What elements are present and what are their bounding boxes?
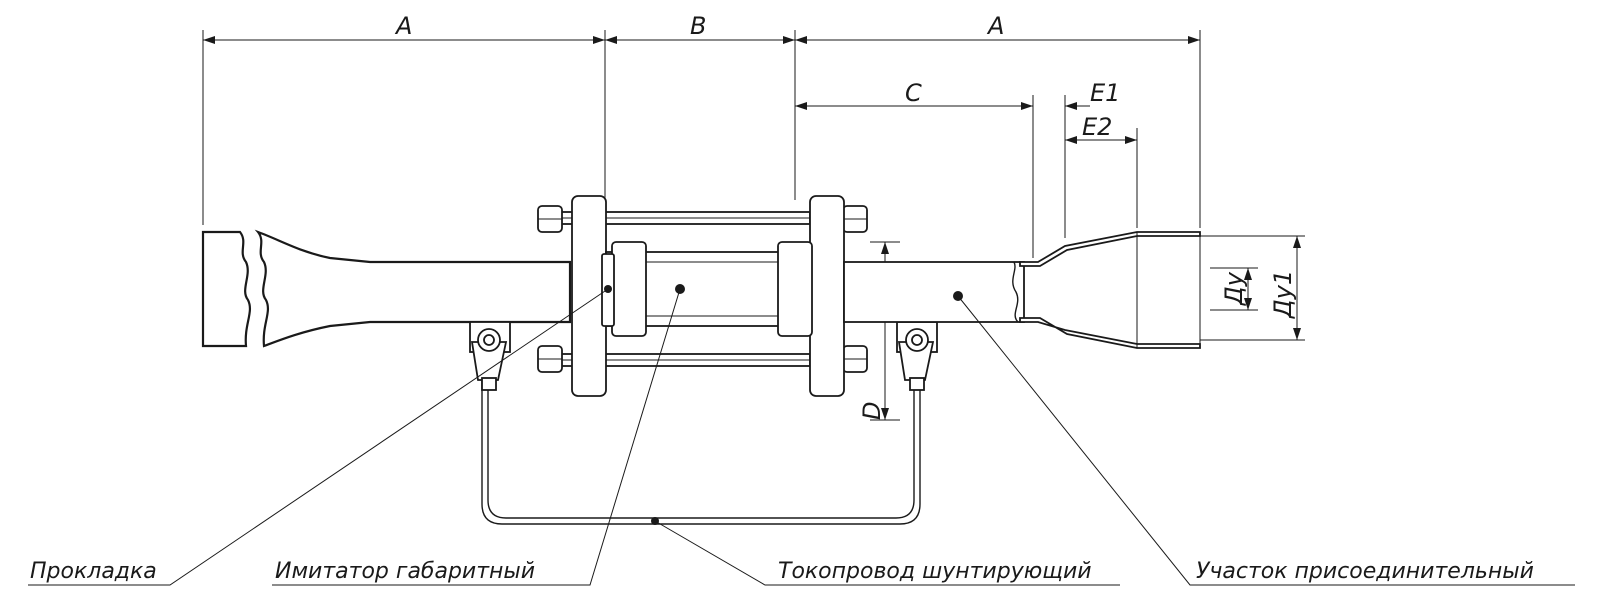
- dim-label-c: C: [905, 79, 922, 107]
- dim-label-e2: E2: [1082, 113, 1112, 141]
- left-ground-clamp: [469, 321, 511, 391]
- dim-label-e1: E1: [1090, 79, 1120, 107]
- callout-gasket: Прокладка: [30, 559, 157, 584]
- dim-label-b: B: [690, 12, 706, 40]
- dimension-simulator-body: [605, 241, 813, 337]
- callout-connection-section: Участок присоединительный: [1196, 559, 1534, 584]
- callout-shunt-conductor: Токопровод шунтирующий: [778, 559, 1092, 584]
- right-flange: [809, 195, 845, 397]
- reducer-transition: [1019, 231, 1201, 349]
- dim-label-a-left: A: [394, 12, 412, 40]
- right-ground-clamp: [896, 321, 938, 391]
- extension-lines: [202, 30, 1305, 421]
- connection-section-pipe: [843, 261, 1025, 323]
- callout-dimension-simulator: Имитатор габаритный: [275, 559, 535, 584]
- tie-rods: [559, 211, 811, 367]
- callout-leaders: [28, 288, 1575, 586]
- shunt-conductor: [481, 380, 921, 525]
- dim-label-a-right: A: [986, 12, 1004, 40]
- left-pipe-end: [201, 229, 572, 348]
- gasket: [601, 253, 615, 327]
- dim-label-d: D: [858, 402, 886, 420]
- flange-nuts: [537, 205, 868, 373]
- dim-label-du1: Ду1: [1269, 270, 1297, 319]
- left-flange: [571, 195, 607, 397]
- dim-label-du: Ду: [1220, 271, 1248, 306]
